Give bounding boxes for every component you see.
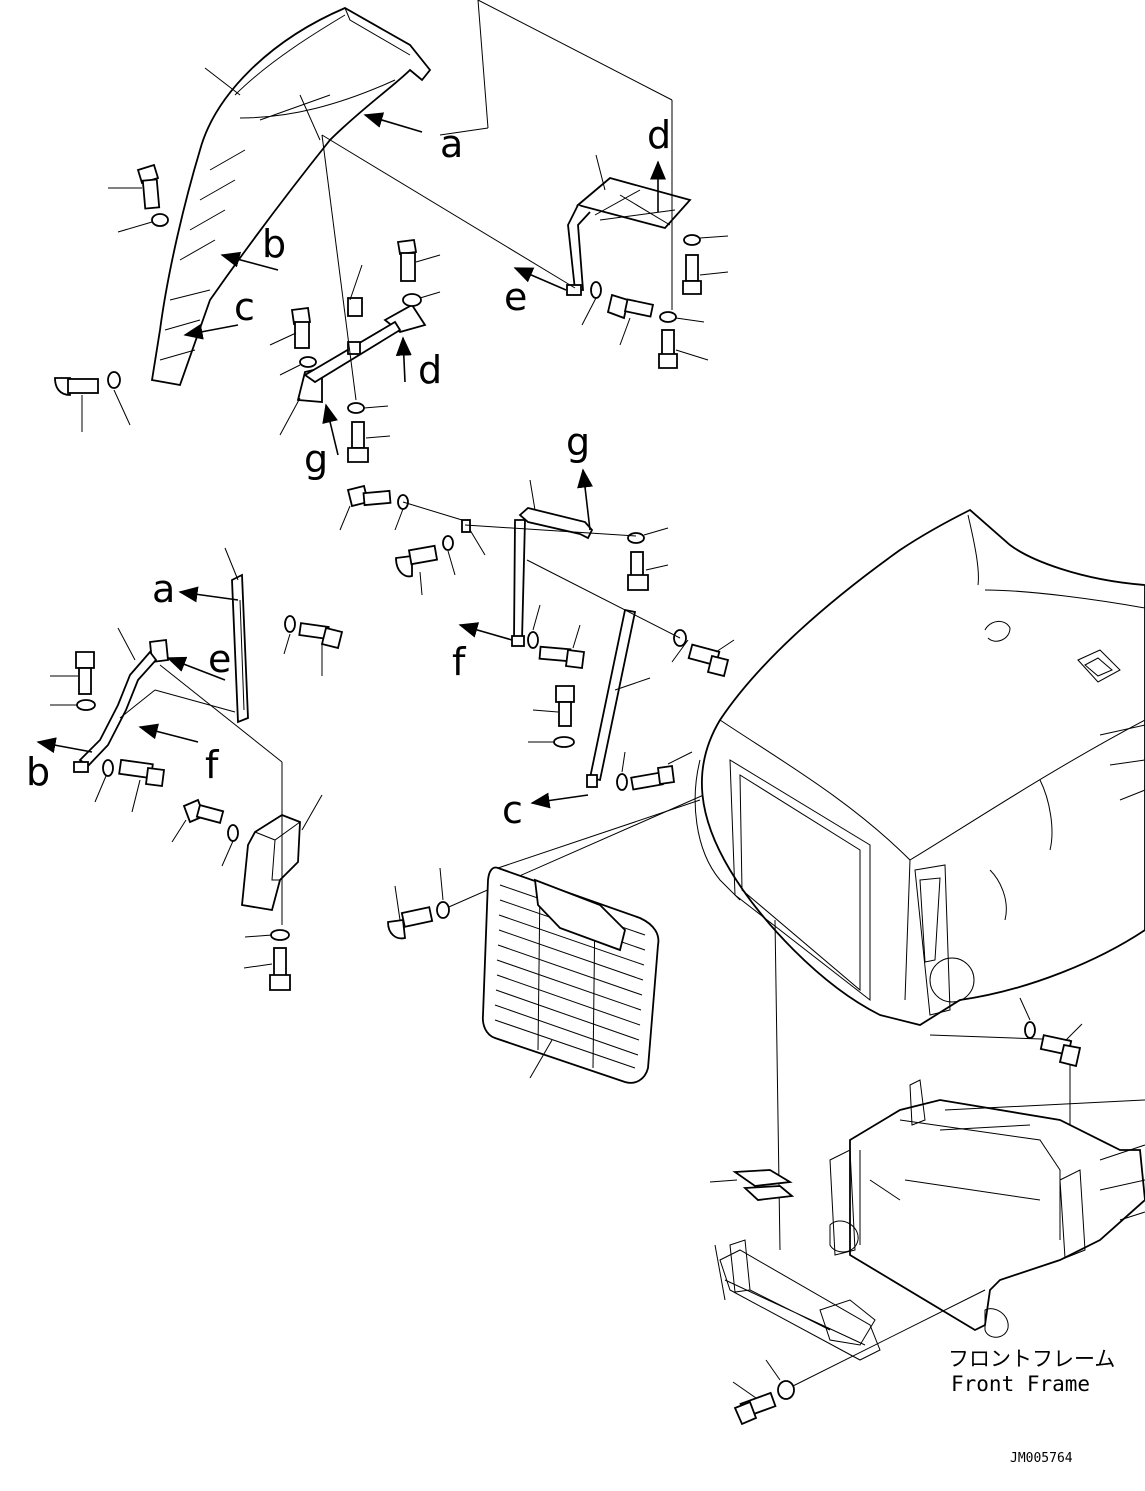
center-bracket-fasteners bbox=[269, 238, 441, 463]
fender-bolt-lower bbox=[54, 371, 131, 432]
callout-mid-g: g bbox=[566, 420, 590, 464]
vertical-strip-fasteners bbox=[283, 615, 344, 676]
lower-cover-fasteners bbox=[171, 798, 291, 991]
lower-stay-fasteners bbox=[528, 629, 735, 791]
callout-fender-c: c bbox=[234, 285, 255, 329]
lower-cover-part bbox=[159, 664, 323, 925]
upper-bracket-part bbox=[566, 154, 692, 296]
mid-stay-fasteners bbox=[339, 484, 669, 670]
callout-lower-c: c bbox=[502, 788, 523, 832]
upper-bracket-fasteners bbox=[581, 234, 729, 369]
vertical-strip-callouts: a bbox=[152, 567, 239, 611]
frame-fasteners bbox=[732, 1359, 795, 1426]
vertical-strip-part bbox=[224, 547, 249, 724]
mid-stay-part bbox=[511, 479, 594, 647]
front-frame-label-jp: フロントフレーム bbox=[948, 1347, 1115, 1371]
callout-fender-b: b bbox=[262, 222, 286, 266]
lower-stay-part bbox=[586, 608, 651, 788]
callout-fender-a: a bbox=[440, 122, 463, 166]
center-bracket-part bbox=[296, 264, 427, 403]
callout-center-d: d bbox=[418, 348, 442, 392]
upper-bracket-callouts: d e bbox=[504, 113, 671, 319]
callout-left-e: e bbox=[208, 637, 231, 681]
grille-fasteners bbox=[387, 867, 450, 940]
front-frame-label-en: Front Frame bbox=[951, 1372, 1090, 1396]
drawing-code: JM005764 bbox=[1010, 1451, 1073, 1466]
left-stay-fasteners bbox=[50, 651, 166, 813]
fender-callouts: a b c bbox=[183, 112, 463, 340]
left-stay-callouts: e b f bbox=[26, 637, 231, 794]
callout-left-b: b bbox=[26, 750, 50, 794]
callout-mid-f: f bbox=[452, 640, 467, 684]
callout-left-f: f bbox=[205, 743, 220, 787]
mid-stay-callouts: g f bbox=[452, 420, 593, 684]
engine-hood-part bbox=[694, 508, 1145, 1250]
callout-center-g: g bbox=[304, 437, 328, 481]
callout-upper-e: e bbox=[504, 275, 527, 319]
center-bracket-callouts: d g bbox=[304, 336, 442, 481]
radiator-grille-part bbox=[481, 799, 701, 1084]
frame-small-bracket bbox=[709, 1169, 795, 1201]
front-frame-part bbox=[714, 919, 1145, 1391]
fender-washer-upper bbox=[117, 213, 169, 233]
callout-upper-d: d bbox=[647, 113, 671, 157]
callout-strip-a: a bbox=[152, 567, 175, 611]
lower-stay-callouts: c bbox=[502, 788, 589, 832]
fender-bolt-upper bbox=[108, 163, 161, 210]
hood-fasteners bbox=[1019, 997, 1083, 1068]
